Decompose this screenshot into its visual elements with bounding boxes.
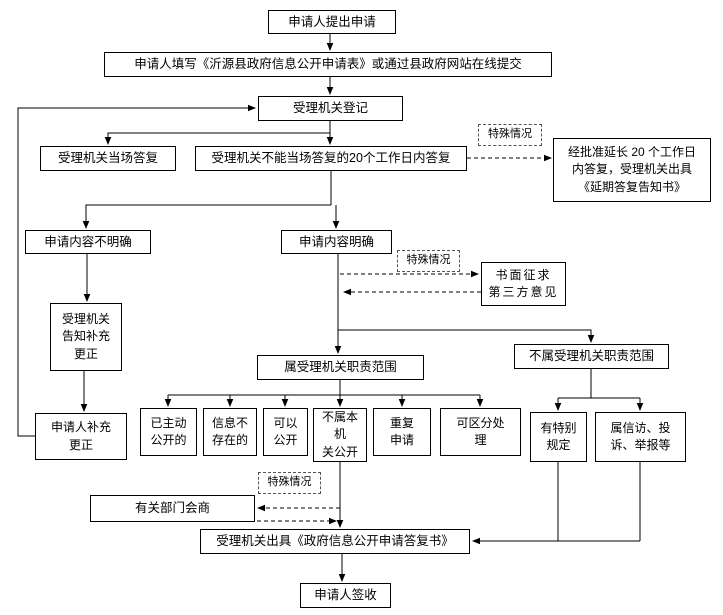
node-repeated-application: 重复 申请	[373, 408, 431, 456]
node-applicant-sign-receipt: 申请人签收	[300, 583, 391, 608]
node-info-not-exist: 信息不 存在的	[203, 408, 257, 456]
node-content-clear: 申请内容明确	[281, 230, 392, 254]
node-notify-supplement-correction: 受理机关 告知补充 更正	[50, 303, 122, 371]
node-department-consultation: 有关部门会商	[90, 495, 255, 522]
node-applicant-supplement-correction: 申请人补充 更正	[35, 413, 127, 460]
node-applicant-submits: 申请人提出申请	[268, 10, 396, 34]
special-case-label-1: 特殊情况	[478, 124, 542, 146]
special-case-label-2: 特殊情况	[397, 250, 460, 272]
node-petition-complaint-report: 属信访、投 诉、举报等	[595, 412, 686, 462]
node-fill-application-form: 申请人填写《沂源县政府信息公开申请表》或通过县政府网站在线提交	[104, 52, 552, 77]
node-already-disclosed: 已主动 公开的	[140, 408, 197, 456]
node-reply-within-20-days: 受理机关不能当场答复的20个工作日内答复	[195, 146, 467, 171]
node-third-party-opinion: 书面征求 第三方意见	[481, 262, 566, 306]
node-special-provisions: 有特别 规定	[530, 412, 587, 462]
node-authority-registration: 受理机关登记	[258, 96, 403, 121]
node-content-unclear: 申请内容不明确	[25, 230, 151, 254]
node-outside-authority-scope: 不属受理机关职责范围	[514, 344, 669, 369]
node-within-authority-scope: 属受理机关职责范围	[257, 355, 424, 380]
node-can-disclose: 可以 公开	[263, 408, 308, 456]
node-issue-reply-document: 受理机关出具《政府信息公开申请答复书》	[200, 529, 470, 554]
special-case-label-3: 特殊情况	[258, 472, 321, 494]
node-separable-handling: 可区分处 理	[440, 408, 521, 456]
node-extended-reply-notice: 经批准延长 20 个工作日 内答复，受理机关出具 《延期答复告知书》	[553, 138, 711, 202]
node-onsite-reply: 受理机关当场答复	[40, 146, 176, 171]
node-not-this-authority: 不属本机 关公开	[313, 408, 367, 462]
